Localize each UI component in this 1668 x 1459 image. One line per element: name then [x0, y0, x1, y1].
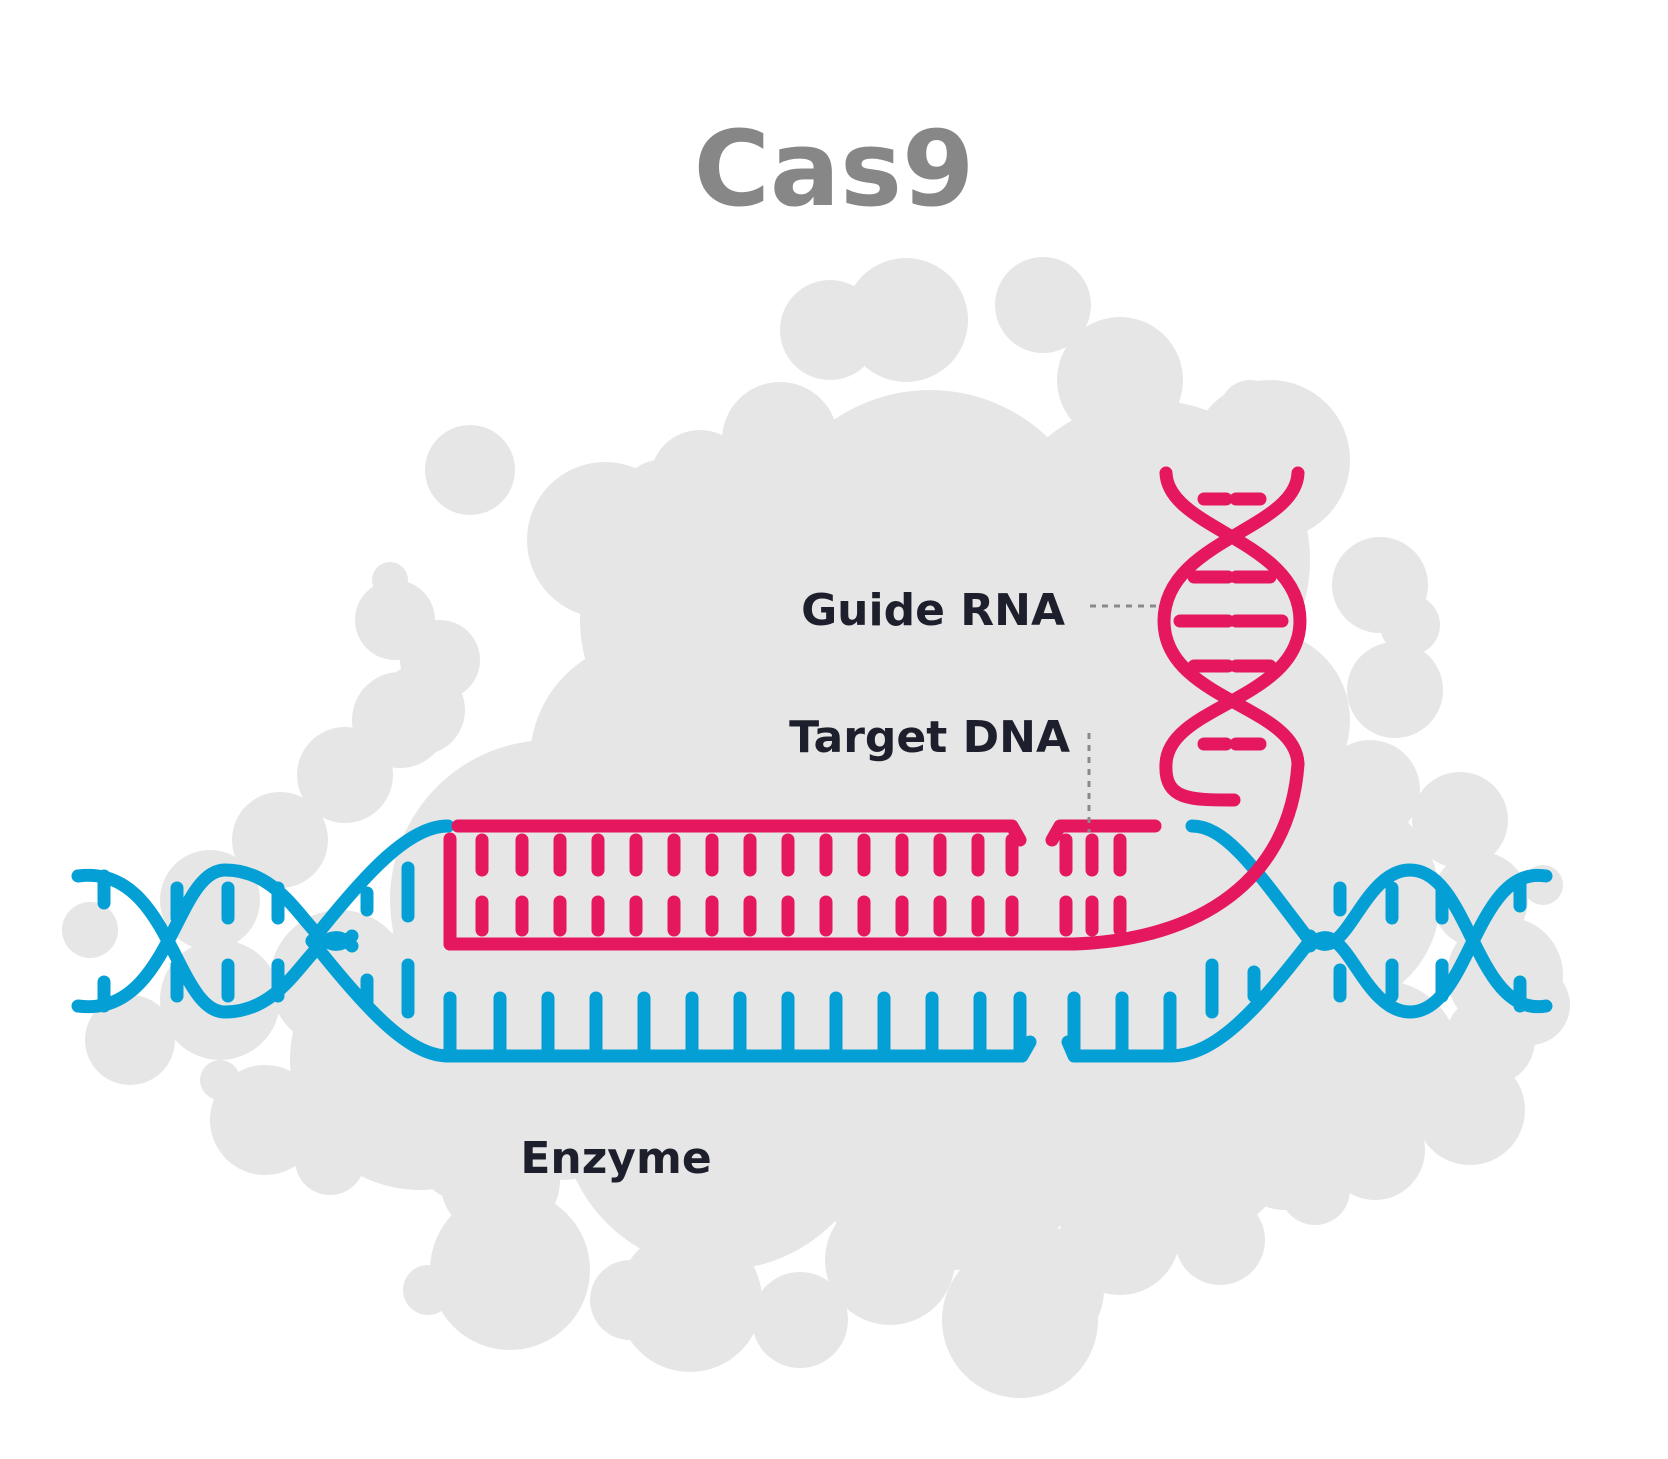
guide-rna-strands	[443, 466, 1307, 951]
target-strand-left	[451, 819, 1027, 847]
blob-lobe	[1380, 595, 1440, 655]
blob-lobe	[200, 1060, 240, 1100]
diagram-title: Cas9	[694, 108, 975, 230]
dna-left-bulge-bottom	[305, 934, 455, 1063]
dna-base-pairs	[97, 861, 1527, 1057]
dna-right-bulge-bottom	[1163, 934, 1317, 1063]
rna-helix-strand-b	[1157, 466, 1305, 771]
blob-lobe	[232, 792, 328, 888]
blob-lobe	[942, 1242, 1098, 1398]
dna-right-helix-strand-bottom	[1303, 863, 1553, 1014]
blob-lobe	[720, 580, 1000, 860]
guide-rna-label: Guide RNA	[801, 585, 1065, 636]
blob-lobe	[590, 1260, 670, 1340]
blob-lobe	[840, 1260, 880, 1300]
rna-helix-strand-a	[1159, 466, 1307, 807]
blob-lobe	[85, 995, 175, 1085]
rna-base-pairs	[475, 492, 1289, 937]
enzyme-label: Enzyme	[520, 1133, 711, 1184]
rna-tail	[1067, 757, 1305, 951]
blob-lobe	[780, 280, 880, 380]
blob-lobe	[940, 580, 1220, 860]
blob-lobe	[790, 950, 1110, 1270]
leader-lines	[1087, 604, 1158, 832]
dna-right-helix-strand-top	[1303, 868, 1553, 1019]
blob-lobe	[352, 672, 448, 768]
blob-lobe	[995, 257, 1091, 353]
target-dna-strands	[71, 819, 1553, 1063]
blob-lobe	[752, 1272, 848, 1368]
blob-lobe	[1412, 772, 1508, 868]
blob-lobe	[1347, 642, 1443, 738]
target-dna-label: Target DNA	[789, 712, 1070, 763]
blob-lobe	[460, 980, 660, 1180]
blob-lobe	[210, 1065, 320, 1175]
enzyme-blob	[62, 257, 1570, 1398]
blob-lobe	[403, 1265, 453, 1315]
blob-lobe	[62, 902, 118, 958]
target-strand-right	[1045, 819, 1162, 847]
blob-lobe	[425, 425, 515, 515]
